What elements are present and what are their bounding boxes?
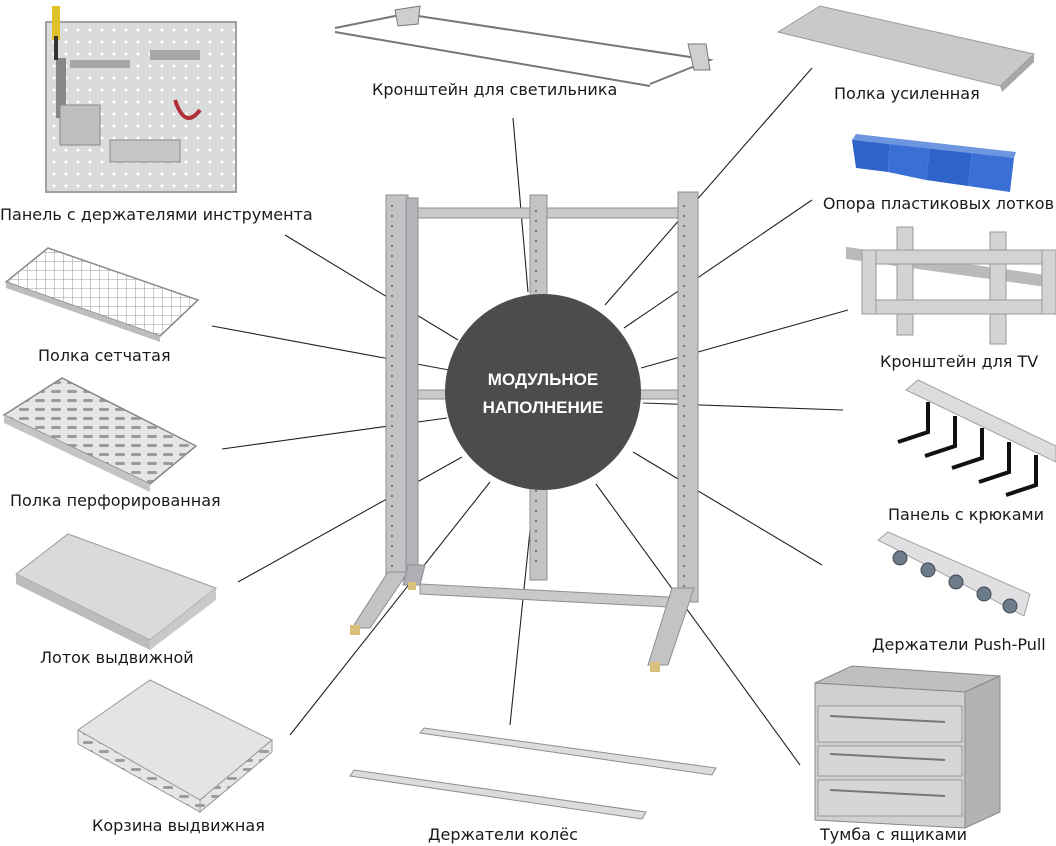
- leader-drawer-cabinet: [595, 483, 801, 766]
- leader-reinforced-shelf: [604, 67, 813, 306]
- label-hook-panel: Панель с крюками: [888, 505, 1044, 524]
- push-pull-image: [877, 531, 1031, 617]
- leader-tv-bracket: [640, 309, 849, 369]
- leader-tool-panel: [284, 234, 459, 341]
- reinforced-shelf-image: [776, 5, 1036, 92]
- leader-push-pull: [632, 451, 823, 566]
- drawer-basket-image: [77, 679, 273, 814]
- center-circle: [445, 294, 641, 490]
- wheel-holders-image: [349, 727, 717, 820]
- drawer-cabinet-image: [814, 665, 1001, 829]
- label-tool-panel: Панель с держателями инструмента: [0, 205, 313, 224]
- label-drawer-basket: Корзина выдвижная: [92, 816, 265, 835]
- center-title-line1: МОДУЛЬНОЕ: [487, 370, 599, 389]
- leader-light-bracket: [512, 117, 529, 293]
- light-bracket-image: [334, 5, 714, 87]
- label-mesh-shelf: Полка сетчатая: [38, 346, 171, 365]
- label-drawer-cabinet: Тумба с ящиками: [820, 825, 967, 844]
- label-light-bracket: Кронштейн для светильника: [372, 80, 618, 99]
- label-bin-support: Опора пластиковых лотков: [822, 194, 1054, 213]
- leader-hook-panel: [642, 402, 844, 411]
- leader-lines: [211, 67, 849, 766]
- label-push-pull: Держатели Push-Pull: [872, 635, 1046, 654]
- drawer-tray-image: [15, 533, 218, 650]
- center-title-line2: НАПОЛНЕНИЕ: [482, 398, 604, 417]
- label-tv-bracket: Кронштейн для TV: [880, 352, 1039, 371]
- mesh-shelf-image: [4, 247, 200, 342]
- leader-drawer-tray: [237, 456, 463, 583]
- center-title: МОДУЛЬНОЕ НАПОЛНЕНИЕ: [447, 366, 639, 422]
- label-drawer-tray: Лоток выдвижной: [40, 648, 194, 667]
- leader-bin-support: [623, 199, 813, 329]
- label-reinforced-shelf: Полка усиленная: [834, 84, 980, 103]
- tool-panel-image: [45, 6, 237, 193]
- hook-panel-image: [897, 379, 1056, 497]
- leader-drawer-basket: [289, 481, 491, 736]
- tv-bracket-image: [861, 226, 1056, 345]
- label-wheel-holders: Держатели колёс: [428, 825, 578, 844]
- label-perforated-shelf: Полка перфорированная: [10, 491, 221, 510]
- perforated-shelf-image: [2, 377, 198, 492]
